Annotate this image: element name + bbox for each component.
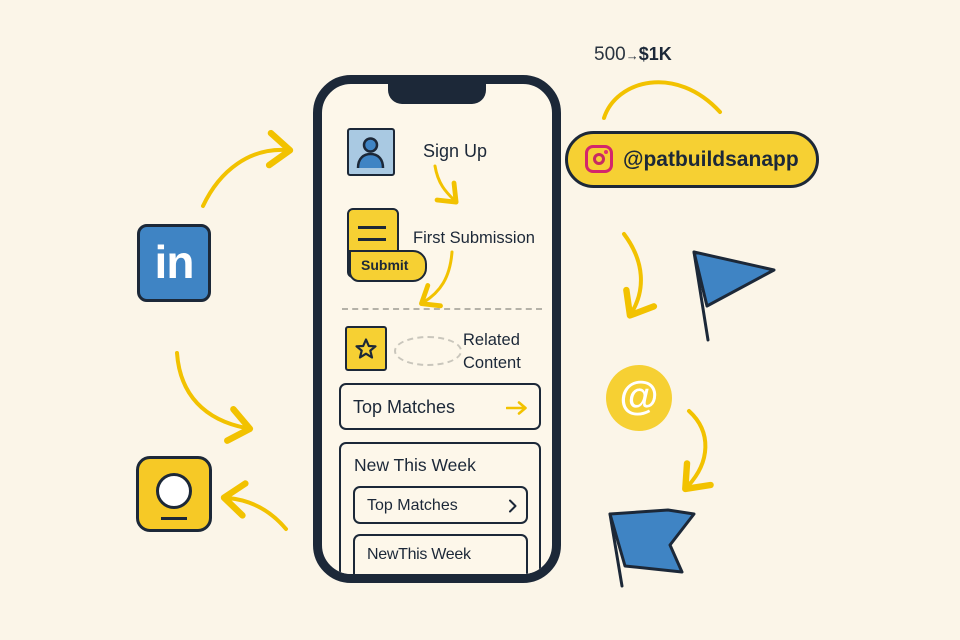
new-this-week-panel: New This Week Top Matches NewThis Week	[339, 442, 541, 574]
list-item-label: Top Matches	[367, 497, 458, 514]
growth-from: 500	[594, 44, 626, 65]
section-divider	[342, 308, 542, 310]
arrow-linkedin-to-phone	[201, 129, 294, 208]
linkedin-icon: in	[137, 224, 211, 302]
new-this-week-title: New This Week	[354, 455, 476, 475]
placeholder-oval	[394, 336, 462, 366]
growth-arrow: →	[625, 48, 639, 63]
growth-label: 500→$1K	[594, 44, 672, 66]
flag-icon	[692, 250, 776, 308]
list-item-label: NewThis Week	[367, 546, 471, 563]
flag-icon	[608, 508, 696, 574]
top-matches-card[interactable]: Top Matches	[339, 383, 541, 430]
arrow-insta-down	[622, 232, 658, 319]
arrow-at-to-flag	[682, 409, 714, 493]
phone-notch	[388, 84, 486, 104]
related-content-label-line1: Related	[463, 331, 520, 349]
instagram-handle: @patbuildsanapp	[623, 148, 799, 171]
app-tile-bar	[161, 517, 187, 520]
first-submission-label: First Submission	[413, 229, 535, 247]
top-matches-label: Top Matches	[353, 397, 456, 417]
sign-up-label: Sign Up	[423, 141, 488, 161]
submit-button[interactable]: Submit	[349, 250, 427, 282]
list-item-top-matches[interactable]: Top Matches	[353, 486, 528, 524]
arrow-right-icon	[506, 401, 527, 415]
list-item-new-this-week[interactable]: NewThis Week	[353, 534, 528, 574]
app-tile-icon	[136, 456, 212, 532]
instagram-icon	[585, 145, 613, 173]
star-icon	[345, 326, 387, 371]
arrow-phone-to-app	[220, 480, 288, 531]
phone-mockup: Sign Up Submit First Submission Related …	[313, 75, 561, 583]
instagram-handle-pill[interactable]: @patbuildsanapp	[565, 131, 819, 188]
user-avatar-icon	[347, 128, 395, 176]
app-tile-circle	[156, 473, 192, 509]
growth-to: $1K	[638, 44, 672, 64]
related-content-label-line2: Content	[463, 354, 521, 372]
at-sign-icon: @	[606, 365, 672, 431]
phone-flow-arrows	[419, 164, 459, 309]
arrow-linkedin-down	[175, 351, 254, 444]
chevron-right-icon	[509, 499, 517, 513]
arrow-growth-arc	[602, 80, 722, 120]
